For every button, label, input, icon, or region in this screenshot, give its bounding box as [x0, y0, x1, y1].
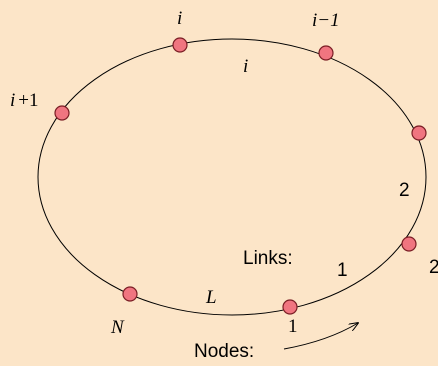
label-node-i-plus-1: i+1 [10, 90, 39, 111]
label-link-1: 1 [337, 260, 348, 281]
label-node-i: i [177, 8, 182, 29]
legend-links: Links: [243, 248, 293, 269]
node-N [122, 286, 138, 302]
label-node-i-minus-1: i−1 [312, 10, 340, 31]
label-node-1: 1 [288, 316, 298, 337]
label-node-i-plus-1-offset: +1 [18, 90, 38, 111]
label-node-N: N [110, 317, 125, 338]
legend-nodes: Nodes: [194, 341, 254, 362]
label-node-i-plus-1-var: i [10, 90, 15, 111]
node-i-minus-1 [318, 45, 334, 61]
node-1 [282, 299, 298, 315]
node-2 [401, 236, 417, 252]
ring-ellipse [37, 38, 427, 316]
label-node-2: 2 [429, 257, 438, 278]
node-i [172, 37, 188, 53]
label-link-i: i [243, 56, 248, 77]
node-3 [411, 125, 427, 141]
direction-arrow [283, 323, 358, 350]
node-i-plus-1 [54, 105, 70, 121]
label-link-2: 2 [399, 180, 410, 201]
label-link-L: L [205, 287, 217, 308]
